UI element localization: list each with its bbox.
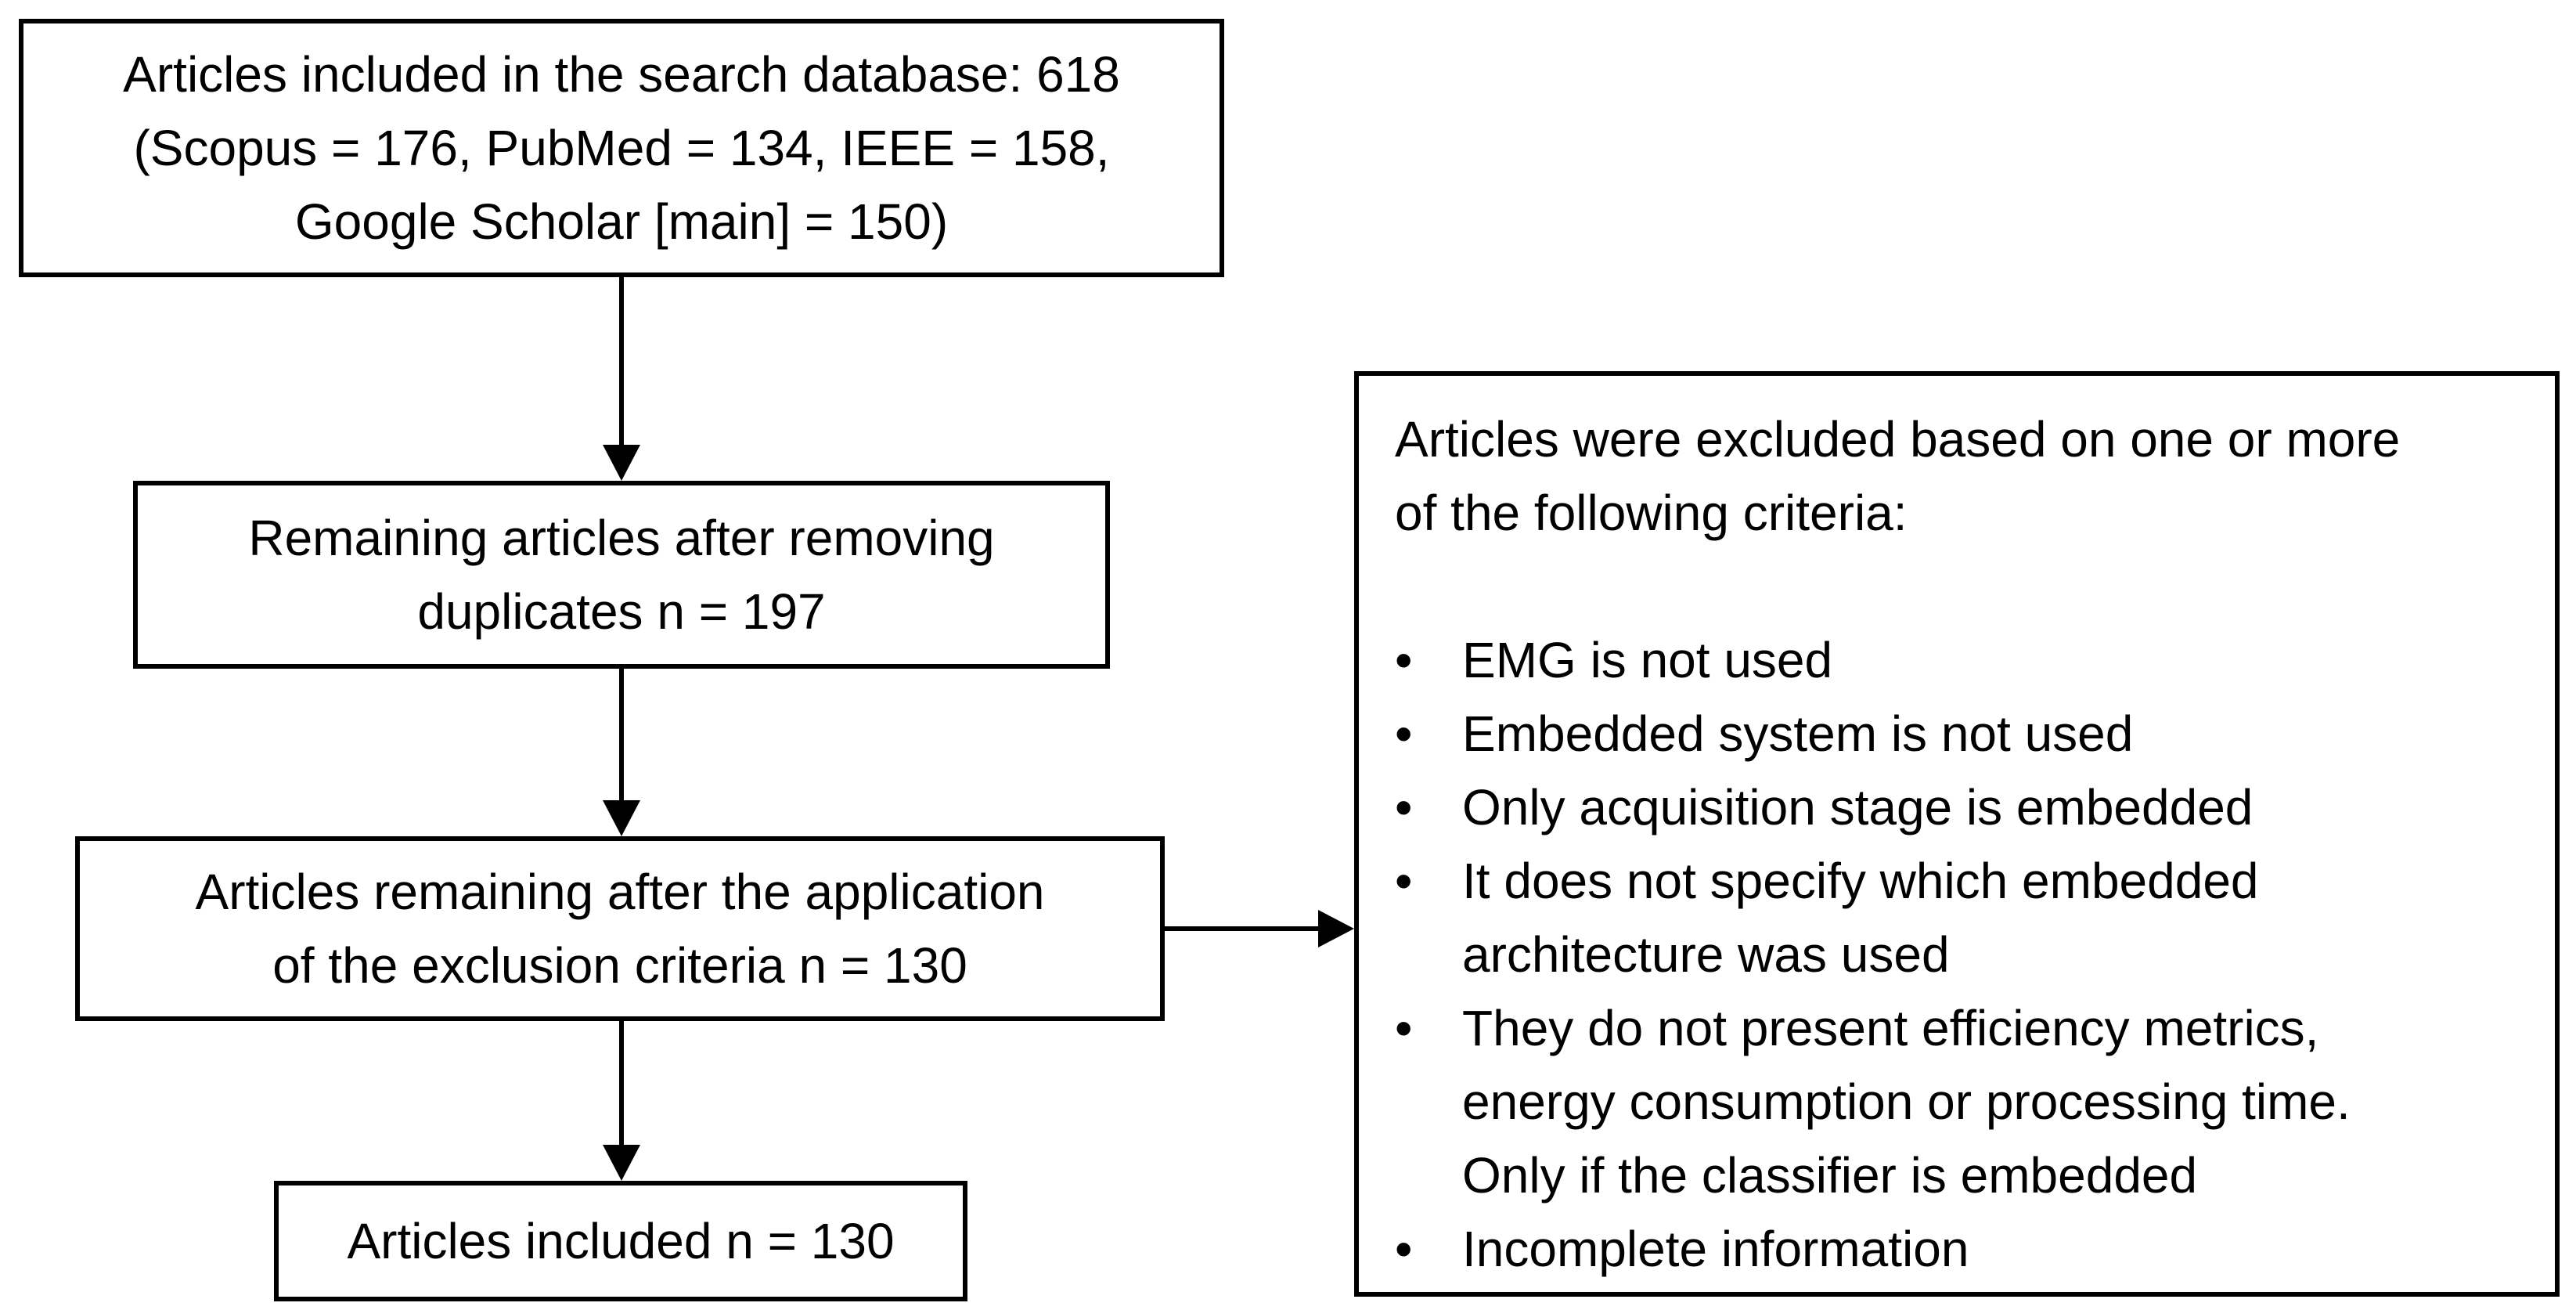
search-database-box: Articles included in the search database… — [19, 19, 1224, 277]
bullet-icon: • — [1395, 1221, 1413, 1277]
criterion-text: energy consumption or processing time. — [1462, 1074, 2351, 1130]
criterion-item: • Incomplete information — [1395, 1212, 1969, 1286]
criterion-item: • Embedded system is not used — [1395, 697, 2133, 770]
criterion-text: It does not specify which embedded — [1462, 853, 2259, 909]
criteria-intro-line: of the following criteria: — [1395, 485, 1908, 541]
arrow-box1-to-box2 — [603, 277, 640, 481]
criterion-text: Only if the classifier is embedded — [1462, 1147, 2198, 1204]
box-text-line: Google Scholar [main] = 150) — [294, 193, 949, 250]
criterion-item: • They do not present efficiency metrics… — [1395, 991, 2351, 1212]
articles-included-box: Articles included n = 130 — [274, 1181, 967, 1301]
bullet-icon: • — [1395, 706, 1413, 762]
criterion-text: EMG is not used — [1462, 632, 1833, 688]
arrow-box2-to-box3 — [603, 669, 640, 836]
exclusion-applied-box: Articles remaining after the application… — [75, 836, 1165, 1021]
box-text-line: Remaining articles after removing — [248, 510, 995, 566]
bullet-icon: • — [1395, 1000, 1413, 1056]
exclusion-criteria-box: Articles were excluded based on one or m… — [1354, 371, 2560, 1297]
box-text-line: duplicates n = 197 — [417, 583, 826, 640]
criterion-item: • EMG is not used — [1395, 623, 1832, 697]
criterion-text: Incomplete information — [1462, 1221, 1969, 1277]
criterion-text: Only acquisition stage is embedded — [1462, 779, 2254, 835]
box-text-line: Articles included n = 130 — [347, 1213, 895, 1269]
bullet-icon: • — [1395, 779, 1413, 835]
criterion-text: They do not present efficiency metrics, — [1462, 1000, 2319, 1056]
box-text-line: Articles remaining after the application — [195, 864, 1045, 920]
bullet-icon: • — [1395, 853, 1413, 909]
bullet-icon: • — [1395, 632, 1413, 688]
criterion-text: architecture was used — [1462, 926, 1950, 983]
criterion-text: Embedded system is not used — [1462, 706, 2134, 762]
arrow-box3-to-box4 — [603, 1021, 640, 1181]
arrow-box3-to-criteria — [1165, 910, 1354, 947]
box-text-line: Articles included in the search database… — [123, 46, 1120, 103]
box-text-line: of the exclusion criteria n = 130 — [272, 937, 967, 994]
criterion-item: • Only acquisition stage is embedded — [1395, 770, 2253, 844]
criterion-item: • It does not specify which embedded arc… — [1395, 844, 2259, 991]
duplicates-removed-box: Remaining articles after removing duplic… — [133, 481, 1110, 669]
box-text-line: (Scopus = 176, PubMed = 134, IEEE = 158, — [133, 120, 1110, 176]
criteria-intro-line: Articles were excluded based on one or m… — [1395, 411, 2401, 467]
